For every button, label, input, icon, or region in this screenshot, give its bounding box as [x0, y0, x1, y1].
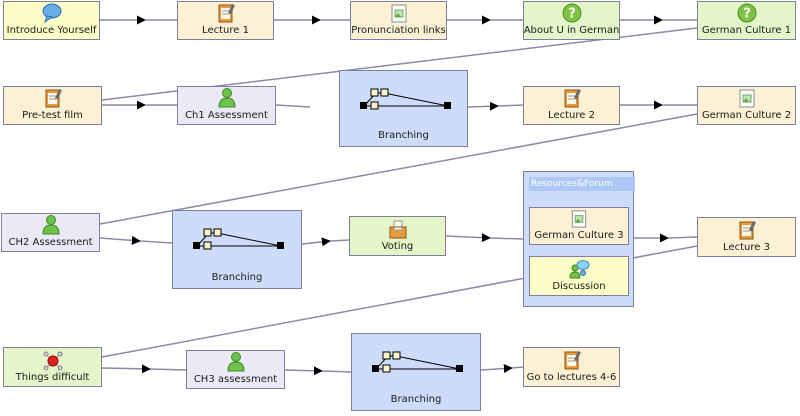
person-icon	[217, 88, 236, 108]
voting-box-icon	[389, 220, 406, 239]
node-pre-test-film[interactable]: Pre-test film	[3, 86, 102, 125]
node-label: Introduce Yourself	[6, 25, 97, 36]
edge-branch2-voting-tail	[329, 239, 350, 242]
edge-branch1-lecture2	[467, 101, 499, 111]
edge-voting-group-tail	[489, 237, 524, 240]
node-lecture-3[interactable]: Lecture 3	[697, 217, 796, 257]
notepad-icon	[564, 89, 581, 108]
edge-culture2-ch2	[99, 113, 698, 225]
node-discussion[interactable]: Discussion	[529, 256, 629, 296]
node-label: CH3 assessment	[193, 374, 278, 385]
node-label: Ch1 Assessment	[185, 110, 268, 121]
edge-things-ch3-tail	[149, 368, 187, 371]
node-label: Branching	[390, 394, 442, 405]
molecule-icon	[43, 351, 62, 371]
node-label: German Culture 3	[534, 230, 624, 241]
notepad-icon	[45, 89, 62, 108]
image-document-icon	[739, 89, 754, 108]
edge-ch3-branch3	[284, 366, 323, 376]
person-icon	[226, 352, 245, 372]
node-lecture-2[interactable]: Lecture 2	[523, 86, 620, 125]
edge-branch1-lecture2-tail	[497, 104, 524, 107]
node-label: Pronunciation links	[351, 25, 446, 36]
node-label: CH2 Assessment	[8, 237, 93, 248]
node-voting[interactable]: Voting	[349, 216, 446, 256]
node-german-culture-1[interactable]: ? German Culture 1	[697, 1, 796, 40]
node-lecture-1[interactable]: Lecture 1	[177, 1, 274, 40]
notepad-icon	[739, 221, 756, 240]
edge-branch3-lectures	[480, 364, 513, 374]
branching-icon	[372, 351, 463, 373]
node-label: German Culture 1	[701, 25, 792, 36]
branching-icon	[360, 88, 451, 110]
notepad-icon	[218, 4, 235, 23]
node-label: Pre-test film	[22, 110, 83, 121]
image-document-icon	[571, 210, 587, 228]
discussion-icon	[569, 260, 590, 279]
node-label: Voting	[381, 241, 414, 252]
node-label: Lecture 2	[548, 110, 595, 121]
node-label: Branching	[211, 272, 263, 283]
edge-ch1-branch1	[275, 104, 311, 108]
edge-ch3-branch3-tail	[321, 370, 352, 373]
edge-branch3-lectures-tail	[511, 366, 524, 369]
image-document-icon	[391, 4, 406, 23]
node-label: Lecture 3	[723, 242, 770, 253]
question-icon: ?	[562, 3, 581, 23]
node-ch1-assessment[interactable]: Ch1 Assessment	[177, 86, 276, 125]
node-german-culture-2[interactable]: German Culture 2	[697, 86, 796, 125]
node-go-to-lectures[interactable]: Go to lectures 4-6	[523, 347, 620, 387]
node-about-u-in-german[interactable]: ? About U in German	[523, 1, 620, 40]
node-german-culture-3[interactable]: German Culture 3	[529, 207, 629, 245]
node-pronunciation-links[interactable]: Pronunciation links	[350, 1, 447, 40]
edge-things-ch3	[101, 364, 151, 374]
edge-branch2-voting	[301, 237, 331, 247]
branching-icon	[193, 228, 284, 250]
node-ch3-assessment[interactable]: CH3 assessment	[186, 350, 285, 389]
person-icon	[41, 215, 60, 235]
question-icon: ?	[737, 3, 756, 23]
node-ch2-assessment[interactable]: CH2 Assessment	[1, 213, 100, 252]
edge-ch2-branch2	[99, 235, 141, 245]
node-label: Branching	[378, 130, 429, 141]
edge-ch2-branch2-tail	[139, 240, 173, 244]
notepad-icon	[564, 351, 581, 370]
node-branching-1[interactable]: Branching	[339, 70, 468, 147]
edge-group-lecture3-tail	[667, 236, 698, 239]
node-things-difficult[interactable]: Things difficult	[3, 347, 102, 387]
speech-bubble-icon	[42, 3, 61, 24]
node-introduce-yourself[interactable]: Introduce Yourself	[3, 1, 100, 40]
node-label: About U in German	[523, 25, 620, 36]
node-label: Lecture 1	[202, 25, 249, 36]
node-branching-3[interactable]: Branching	[351, 333, 481, 411]
node-label: Go to lectures 4-6	[526, 372, 617, 383]
node-label: Things difficult	[15, 372, 90, 383]
node-label: German Culture 2	[701, 110, 792, 121]
svg-text:?: ?	[743, 7, 751, 22]
group-title: Resources&Forum	[529, 177, 635, 191]
node-branching-2[interactable]: Branching	[172, 210, 302, 289]
node-label: Discussion	[552, 281, 606, 292]
edge-voting-group	[445, 233, 491, 243]
svg-text:?: ?	[568, 7, 576, 22]
